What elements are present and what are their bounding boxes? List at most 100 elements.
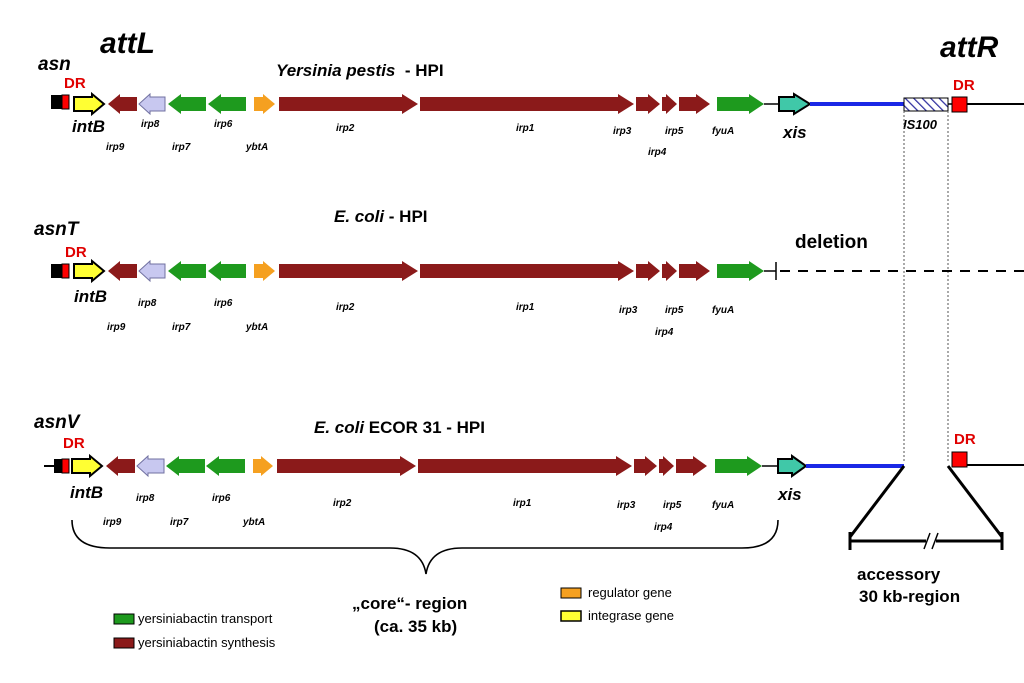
break-gap (926, 534, 936, 548)
gene-irp1-arrow (420, 261, 634, 281)
locus-asnT: asnT (34, 219, 80, 240)
gene-label-irp6: irp6 (214, 119, 233, 130)
gene-label-irp5: irp5 (665, 305, 684, 316)
dr-right-label: DR (954, 431, 976, 448)
dr-left-box (61, 94, 70, 110)
expansion-line-right (946, 465, 1004, 538)
gene-label-irp9: irp9 (106, 142, 125, 153)
gene-fyuA-arrow (717, 94, 764, 114)
asn-gene-box (51, 264, 62, 278)
gene-label-irp6: irp6 (212, 493, 231, 504)
gene-label-irp3: irp3 (617, 500, 636, 511)
gene-label-irp4: irp4 (654, 522, 673, 533)
row-yersinia-pestis: asn DR Yersinia pestis - HPI DR intB irp… (38, 54, 1024, 158)
gene-label-irp4: irp4 (648, 147, 667, 158)
break-mark (923, 532, 931, 550)
attL-label: attL (100, 27, 155, 60)
accessory-label-line2: 30 kb-region (859, 587, 960, 606)
accessory-region-expansion: accessory 30 kb-region (848, 465, 1004, 606)
is100-element (903, 97, 949, 112)
dr-right-box (951, 451, 968, 468)
gene-label-irp1: irp1 (513, 498, 532, 509)
gene-label-irp7: irp7 (172, 322, 191, 333)
gene-label-ybtA: ybtA (242, 517, 265, 528)
gene-xis-arrow (777, 454, 808, 478)
gene-irp9-arrow (106, 456, 135, 476)
dr-left-box (61, 458, 70, 474)
legend-label-integrase: integrase gene (588, 608, 674, 623)
gene-label-intB: intB (74, 287, 107, 306)
row-e-coli: asnT DR E. coli - HPI deletion intB irp9… (34, 207, 1024, 338)
brace-path (71, 519, 779, 575)
gene-irp6-arrow (208, 94, 246, 114)
gene-label-irp7: irp7 (172, 142, 191, 153)
asn-gene-box (54, 459, 62, 473)
gene-label-irp6: irp6 (214, 298, 233, 309)
gene-irp4-arrow (662, 261, 677, 281)
gene-label-intB: intB (72, 117, 105, 136)
gene-irp2-arrow (277, 456, 416, 476)
gene-irp8-arrow (138, 259, 166, 283)
gene-irp5-arrow (679, 94, 710, 114)
gene-ybtA-arrow (254, 261, 275, 281)
gene-irp4-arrow (659, 456, 674, 476)
gene-irp6-arrow (208, 261, 246, 281)
gene-label-irp1: irp1 (516, 123, 535, 134)
gene-label-irp9: irp9 (107, 322, 126, 333)
gene-irp1-arrow (420, 94, 634, 114)
core-label-line1: „core“- region (352, 594, 467, 613)
gene-label-irp8: irp8 (138, 298, 157, 309)
row-e-coli-ecor31: asnV DR E. coli ECOR 31 - HPI DR intB ir… (34, 412, 1024, 533)
gene-irp2-arrow (279, 94, 418, 114)
gene-label-irp7: irp7 (170, 517, 189, 528)
dr-right-label: DR (953, 77, 975, 94)
gene-irp4-arrow (662, 94, 677, 114)
core-region-brace: „core“- region (ca. 35 kb) (71, 519, 779, 636)
hpi-title: E. coli - HPI (334, 207, 428, 226)
gene-irp9-arrow (108, 94, 137, 114)
dr-left-label: DR (65, 244, 87, 261)
gene-irp7-arrow (166, 456, 205, 476)
gene-irp2-arrow (279, 261, 418, 281)
gene-ybtA-arrow (253, 456, 273, 476)
gene-irp9-arrow (108, 261, 137, 281)
gene-label-intB: intB (70, 483, 103, 502)
gene-label-irp9: irp9 (103, 517, 122, 528)
gene-irp3-arrow (636, 94, 660, 114)
gene-irp8-arrow (138, 92, 166, 116)
gene-label-ybtA: ybtA (245, 142, 268, 153)
hpi-title: E. coli ECOR 31 - HPI (314, 418, 485, 437)
legend-swatch-transport (113, 613, 135, 625)
accessory-label-line1: accessory (857, 565, 941, 584)
legend-swatch-synthesis (113, 637, 135, 649)
gene-ybtA-arrow (254, 94, 275, 114)
gene-label-irp8: irp8 (136, 493, 155, 504)
legend-label-regulator: regulator gene (588, 585, 672, 600)
gene-irp6-arrow (206, 456, 245, 476)
asn-gene-box (51, 95, 62, 109)
legend-label-synthesis: yersiniabactin synthesis (138, 635, 276, 650)
gene-label-xis: xis (782, 123, 807, 142)
gene-irp1-arrow (418, 456, 632, 476)
gene-intB-arrow (73, 258, 106, 284)
gene-label-irp2: irp2 (336, 302, 355, 313)
gene-label-irp3: irp3 (613, 126, 632, 137)
legend: yersiniabactin transport yersiniabactin … (113, 585, 674, 650)
gene-label-xis: xis (777, 485, 802, 504)
legend-swatch-integrase (560, 610, 582, 622)
gene-label-fyuA: fyuA (712, 500, 734, 511)
dr-left-label: DR (64, 75, 86, 92)
gene-label-fyuA: fyuA (712, 305, 734, 316)
gene-fyuA-arrow (717, 261, 764, 281)
gene-label-ybtA: ybtA (245, 322, 268, 333)
legend-label-transport: yersiniabactin transport (138, 611, 273, 626)
legend-swatch-regulator (560, 587, 582, 599)
gene-irp8-arrow (136, 454, 165, 478)
gene-irp7-arrow (168, 261, 206, 281)
hpi-title: Yersinia pestis - HPI (276, 61, 444, 80)
gene-label-irp3: irp3 (619, 305, 638, 316)
gene-irp7-arrow (168, 94, 206, 114)
break-mark (931, 532, 939, 550)
dr-right-box (951, 96, 968, 113)
